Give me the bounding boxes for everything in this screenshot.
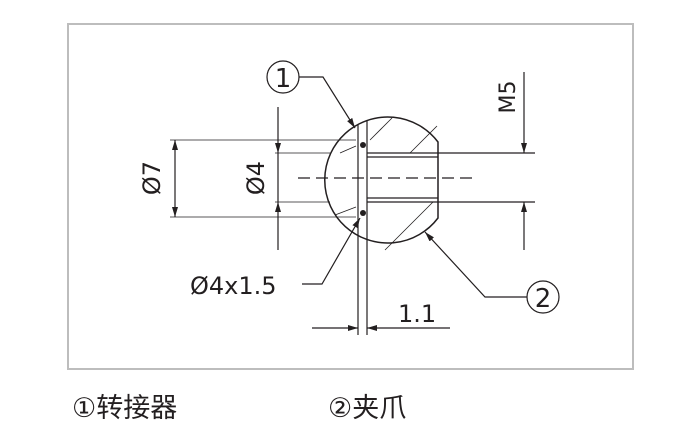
legend-item-gripper: ②夹爪 bbox=[328, 393, 407, 424]
drawing-frame bbox=[67, 23, 634, 370]
part-outline bbox=[324, 116, 439, 244]
pin-dot bbox=[360, 210, 366, 216]
dim-pin-label: Ø4x1.5 bbox=[190, 272, 277, 300]
leader-2 bbox=[424, 231, 527, 298]
dim-thread-label: M5 bbox=[496, 81, 521, 114]
callout-1-label: 1 bbox=[275, 64, 292, 94]
callout-2-label: 2 bbox=[535, 284, 552, 314]
legend-item-adapter: ①转接器 bbox=[72, 393, 178, 424]
hatching bbox=[334, 117, 438, 251]
pin-dot bbox=[360, 142, 366, 148]
dim-slot-label: 1.1 bbox=[398, 300, 436, 328]
dim-bore-label: Ø4 bbox=[242, 161, 270, 195]
leader-1 bbox=[299, 76, 356, 129]
leader-pin bbox=[302, 217, 361, 285]
dim-outer-label: Ø7 bbox=[138, 161, 166, 195]
